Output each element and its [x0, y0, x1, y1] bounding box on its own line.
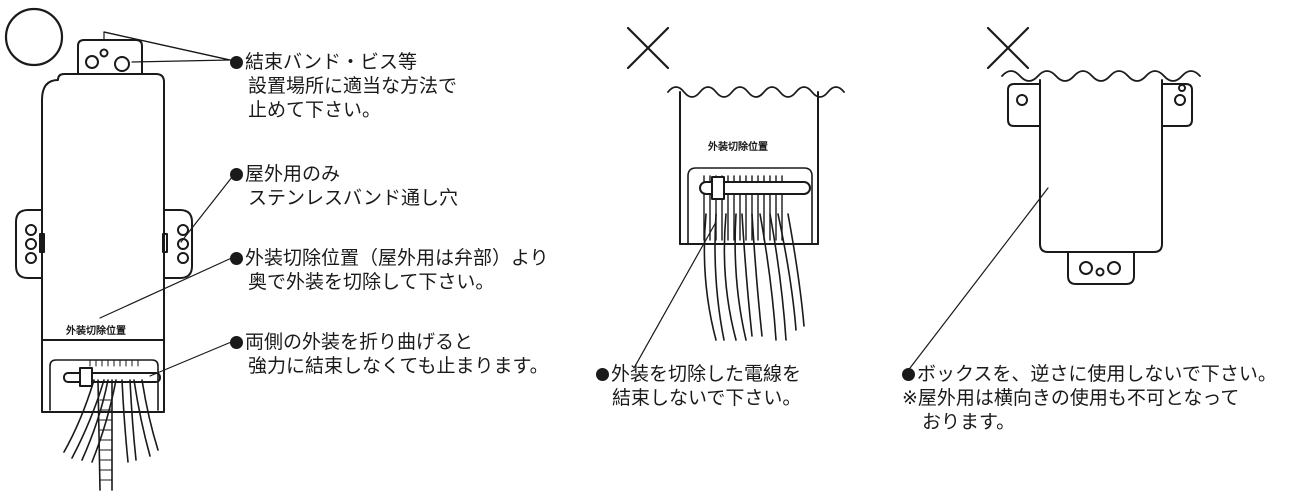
note-no-tie-stripped: 外装を切除した電線を 結束しないで下さい。 — [596, 362, 801, 410]
side-bracket-left — [15, 209, 43, 279]
cut-position-label: 外装切除位置 — [66, 326, 126, 337]
leader-line — [909, 187, 1049, 369]
mounting-tab-inverted — [1067, 251, 1135, 285]
strap-slot — [39, 233, 45, 253]
cable-tie-head — [79, 367, 93, 387]
bullet-icon — [230, 56, 243, 69]
top-mounting-tab — [65, 39, 155, 75]
cable-entry — [41, 339, 165, 413]
note-fold-sheath: 両側の外装を折り曲げると 強力に結束しなくても止まります。 — [230, 330, 549, 378]
screw-hole-icon — [99, 48, 109, 58]
strap-slot — [162, 233, 168, 253]
ng-cross-icon — [626, 26, 670, 70]
ok-circle-icon — [4, 7, 64, 67]
strap-hole-icon — [177, 224, 189, 236]
side-bracket-left — [1007, 83, 1041, 127]
screw-hole-icon — [85, 55, 99, 69]
leader-lines — [99, 31, 237, 377]
leader-line — [633, 221, 717, 369]
bullet-icon — [230, 252, 243, 265]
strap-hole-icon — [25, 252, 37, 264]
strap-hole-icon — [25, 238, 37, 250]
exposed-wires — [703, 175, 783, 241]
bullet-icon — [230, 336, 243, 349]
note-strap-hole: 屋外用のみ ステンレスバンド通し穴 — [230, 162, 458, 210]
screw-hole-icon — [1095, 267, 1105, 277]
box-body — [1039, 79, 1163, 253]
ok-example — [4, 7, 237, 491]
cable-tie — [699, 181, 811, 195]
bullet-icon — [902, 368, 915, 381]
cable-entry-inner — [687, 167, 813, 245]
cut-position-label: 外装切除位置 — [708, 142, 768, 153]
side-bracket-right — [163, 209, 193, 279]
bullet-icon — [230, 168, 243, 181]
screw-hole-icon — [1178, 84, 1186, 92]
cut-edge — [1001, 70, 1201, 82]
strap-hole-icon — [177, 238, 189, 250]
screw-hole-icon — [1107, 261, 1121, 275]
note-no-upside-down: ボックスを、逆さに使用しないで下さい。 ※屋外用は横向きの使用も不可となって お… — [902, 363, 1277, 433]
strap-hole-icon — [25, 224, 37, 236]
cable-tie-head — [711, 176, 725, 200]
wire-bundle — [63, 359, 159, 491]
ng-cross-icon — [986, 26, 1030, 70]
screw-hole-icon — [1016, 94, 1028, 106]
wire-bundle — [703, 213, 805, 341]
cable-entry — [679, 195, 819, 245]
ng-example-upside-down — [909, 26, 1201, 369]
screw-hole-icon — [114, 56, 130, 72]
ng-example-stripped-wires — [626, 26, 845, 369]
box-body — [41, 73, 165, 341]
bullet-icon — [596, 368, 609, 381]
strap-hole-icon — [177, 252, 189, 264]
screw-hole-icon — [1079, 261, 1093, 275]
cut-edge — [667, 86, 845, 98]
screw-hole-icon — [1174, 94, 1186, 106]
side-bracket-right — [1161, 83, 1193, 127]
cable-entry-inner — [49, 359, 159, 411]
note-fastening: 結束バンド・ビス等 設置場所に適当な方法で 止めて下さい。 — [230, 50, 457, 122]
note-cut-position: 外装切除位置（屋外用は弁部）より 奥で外装を切除して下さい。 — [230, 246, 549, 294]
